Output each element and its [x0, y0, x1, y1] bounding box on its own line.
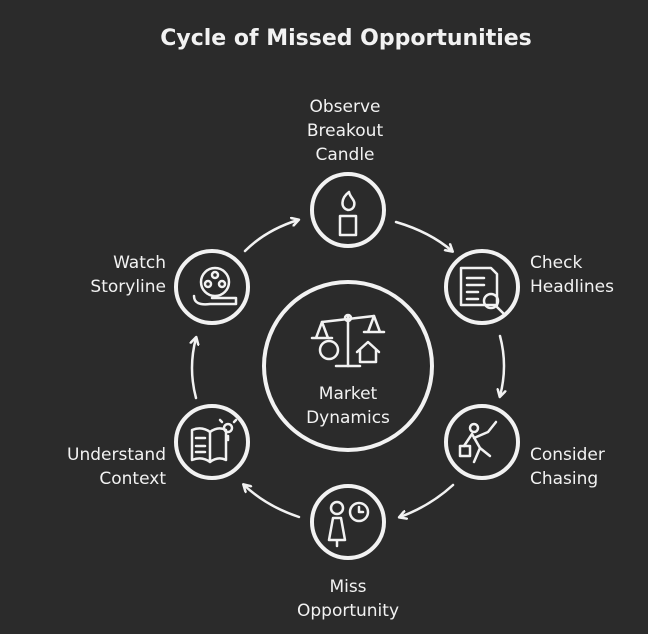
node-circle-miss — [310, 484, 386, 560]
node-circle-understand — [174, 404, 250, 480]
node-circle-watch — [174, 249, 250, 325]
arrow-headlines-to-chasing — [500, 334, 504, 396]
label-line: Breakout — [306, 121, 384, 141]
node-label-chasing: Consider Chasing — [530, 443, 605, 491]
arrow-chasing-to-miss — [400, 483, 455, 517]
node-label-observe: Observe Breakout Candle — [307, 95, 383, 167]
label-line: Observe — [309, 97, 381, 117]
center-circle — [262, 280, 434, 452]
node-label-headlines: Check Headlines — [530, 251, 614, 299]
arrow-understand-to-watch — [192, 338, 196, 400]
film-reel-icon — [192, 266, 238, 306]
arrow-observe-to-headlines — [394, 220, 452, 251]
arrow-watch-to-observe — [243, 220, 298, 253]
book-lightbulb-icon — [190, 418, 238, 464]
node-label-miss: Miss Opportunity — [297, 575, 399, 623]
label-line: Understand — [67, 445, 166, 465]
label-line: Watch — [113, 253, 166, 273]
label-line: Storyline — [90, 277, 166, 297]
running-person-icon — [458, 420, 498, 464]
label-line: Candle — [315, 145, 375, 165]
diagram-title: Cycle of Missed Opportunities — [160, 26, 532, 51]
label-line: Consider — [530, 445, 605, 465]
document-search-icon — [459, 266, 505, 315]
node-label-understand: Understand Context — [67, 443, 166, 491]
label-line: Miss — [329, 577, 367, 597]
arrow-miss-to-understand — [244, 485, 301, 519]
label-line: Check — [530, 253, 583, 273]
person-clock-icon — [327, 500, 370, 548]
node-circle-chasing — [444, 404, 520, 480]
node-circle-observe — [310, 172, 386, 248]
node-circle-headlines — [444, 249, 520, 325]
center-label-line: Market — [318, 384, 378, 404]
center-label-line: Dynamics — [306, 408, 390, 428]
center-label: Market Dynamics — [306, 382, 390, 430]
label-line: Headlines — [530, 277, 614, 297]
label-line: Context — [99, 469, 166, 489]
candle-flame-icon — [338, 190, 358, 237]
label-line: Chasing — [530, 469, 599, 489]
scale-icon — [310, 313, 386, 368]
label-line: Opportunity — [296, 601, 400, 621]
node-label-watch: Watch Storyline — [90, 251, 166, 299]
